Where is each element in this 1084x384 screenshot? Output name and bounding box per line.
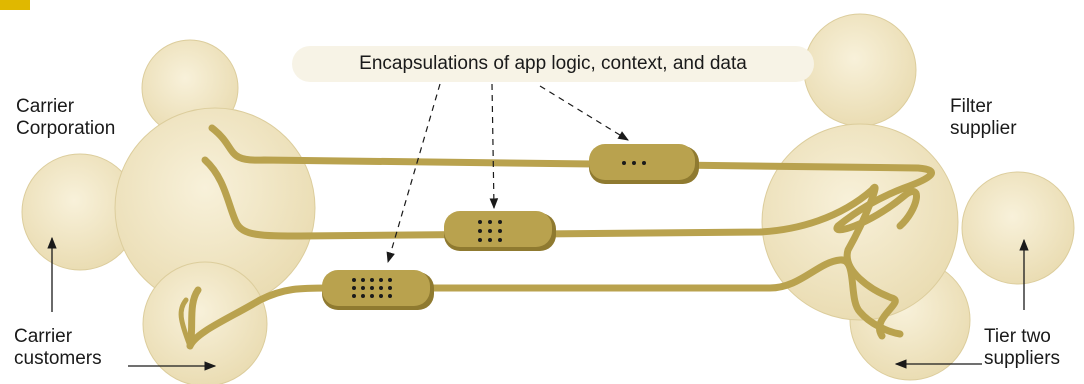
carrier-lower-node [142, 261, 268, 384]
capsule-top [589, 144, 699, 184]
callout-text: Encapsulations of app logic, context, an… [359, 53, 747, 74]
pipe-middle [201, 156, 899, 340]
carrier-customers-line-2: customers [14, 348, 102, 369]
tier-two-suppliers-line-1: Tier two [984, 326, 1051, 347]
carrier-customers-line-1: Carrier [14, 326, 73, 347]
label-arrows [47, 236, 1029, 371]
carrier-corporation-line-2: Corporation [16, 118, 116, 139]
callout-arrow-bottom [386, 83, 441, 264]
capsule-bottom [322, 270, 434, 310]
tier-two-suppliers-line-2: suppliers [984, 348, 1061, 369]
corner-mark [0, 0, 30, 10]
carrier-corporation-label: Carrier Corporation [16, 96, 115, 140]
callout-arrow-middle [489, 83, 499, 210]
capsule-bottom-dots [352, 278, 392, 298]
filter-supplier-line-2: supplier [950, 118, 1017, 139]
tier-two-suppliers-label: Tier two suppliers [984, 326, 1060, 370]
capsule-middle-dots [478, 220, 502, 242]
filter-supplier-line-1: Filter [950, 96, 993, 117]
pipe-bottom-tail [178, 297, 193, 349]
callout-arrows [386, 83, 629, 264]
carrier-corporation-line-1: Carrier [16, 96, 75, 117]
capsule-top-dots [622, 161, 646, 165]
capsule-middle [444, 211, 556, 251]
filter-supplier-label: Filter supplier [950, 96, 1017, 140]
carrier-customers-label: Carrier customers [14, 326, 102, 370]
callout-box: Encapsulations of app logic, context, an… [292, 46, 814, 82]
pipes [178, 124, 935, 350]
supplier-top-node [803, 13, 917, 127]
tier-two-node [961, 171, 1075, 285]
callout-arrow-top [539, 85, 629, 141]
